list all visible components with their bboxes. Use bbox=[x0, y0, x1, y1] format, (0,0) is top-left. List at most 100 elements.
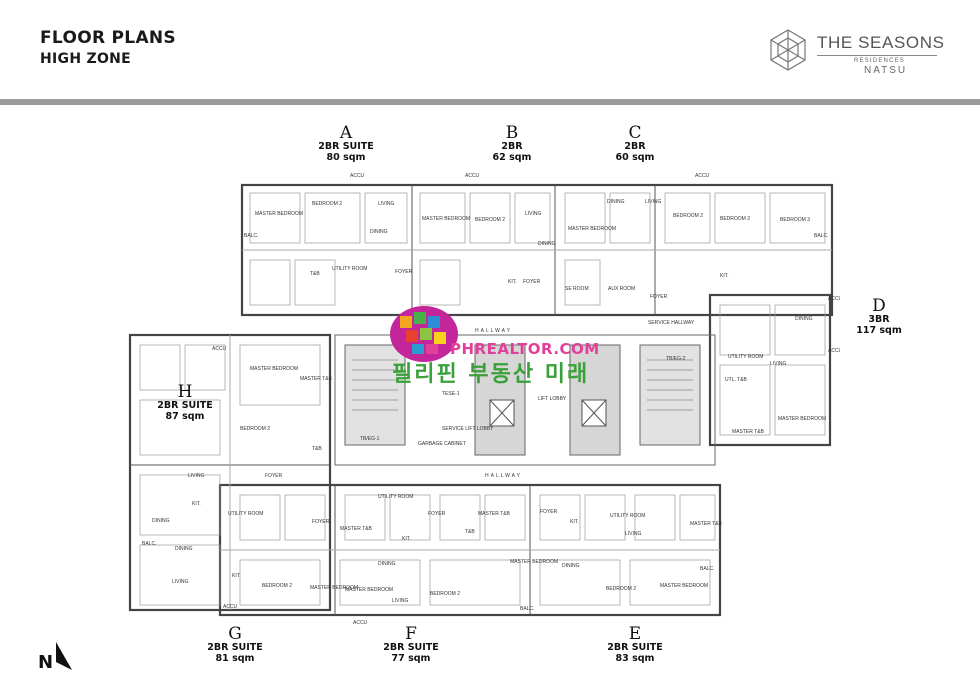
room-label: MASTER BEDROOM bbox=[568, 226, 616, 232]
room-label: MASTER BEDROOM bbox=[510, 559, 558, 565]
unit-label-h: H 2BR SUITE 87 sqm bbox=[150, 383, 220, 422]
room-label: BEDROOM 2 bbox=[312, 201, 342, 207]
watermark-site: PHREALTOR.COM bbox=[450, 340, 600, 358]
room-label: ACCU bbox=[828, 296, 840, 302]
unit-type: 2BR SUITE bbox=[607, 642, 663, 654]
brand-emblem-icon bbox=[770, 29, 806, 71]
unit-label-e: E 2BR SUITE 83 sqm bbox=[600, 625, 670, 664]
room-label: ACCU bbox=[350, 173, 365, 179]
room-label: BEDROOM 2 bbox=[673, 213, 703, 219]
unit-area: 81 sqm bbox=[215, 652, 255, 664]
unit-area: 62 sqm bbox=[492, 151, 532, 163]
unit-type: 2BR bbox=[624, 141, 646, 153]
unit-letter: F bbox=[405, 624, 417, 644]
unit-label-f: F 2BR SUITE 77 sqm bbox=[376, 625, 446, 664]
room-label: BALC. bbox=[700, 566, 714, 572]
room-label: ACCU bbox=[353, 620, 368, 626]
unit-type: 3BR bbox=[868, 314, 890, 326]
room-label: ACCU bbox=[223, 604, 238, 610]
room-label: DINING bbox=[175, 546, 193, 552]
room-label: MASTER BEDROOM bbox=[255, 211, 303, 217]
unit-label-g: G 2BR SUITE 81 sqm bbox=[200, 625, 270, 664]
unit-label-a: A 2BR SUITE 80 sqm bbox=[311, 124, 381, 163]
room-label: BALC. bbox=[142, 541, 156, 547]
unit-letter: H bbox=[177, 382, 193, 402]
watermark-logo-icon bbox=[390, 306, 458, 362]
room-label: FOYER bbox=[650, 294, 668, 300]
room-label: BALC. bbox=[814, 233, 828, 239]
room-label: SERVICE LIFT LOBBY bbox=[442, 426, 494, 432]
room-label: MASTER BEDROOM bbox=[250, 366, 298, 372]
room-label: BEDROOM 2 bbox=[475, 217, 505, 223]
unit-area: 117 sqm bbox=[856, 324, 902, 336]
room-label: LIVING bbox=[172, 579, 189, 585]
unit-type: 2BR SUITE bbox=[383, 642, 439, 654]
page-title: FLOOR PLANS bbox=[40, 28, 176, 48]
room-label: FOYER bbox=[265, 473, 283, 479]
unit-letter: D bbox=[872, 296, 886, 316]
unit-label-b: B 2BR 62 sqm bbox=[477, 124, 547, 163]
room-label: GARBAGE CABINET bbox=[418, 441, 466, 447]
unit-letter: E bbox=[628, 624, 642, 644]
room-label: UTILITY ROOM bbox=[728, 354, 763, 360]
room-label: BEDROOM 2 bbox=[262, 583, 292, 589]
room-label: MASTER T&B bbox=[690, 521, 723, 527]
room-label: MASTER T&B bbox=[732, 429, 765, 435]
room-label: ACCU bbox=[465, 173, 480, 179]
north-arrow-icon: N bbox=[38, 642, 72, 672]
room-label: T&B bbox=[465, 529, 475, 535]
unit-type: 2BR bbox=[501, 141, 523, 153]
room-label: DINING bbox=[370, 229, 388, 235]
room-label: SERVICE HALLWAY bbox=[648, 320, 695, 326]
room-label: LIVING bbox=[645, 199, 662, 205]
room-label: BEDROOM 2 bbox=[430, 591, 460, 597]
room-label: HALLWAY bbox=[485, 473, 522, 479]
room-label: MASTER BEDROOM bbox=[310, 585, 358, 591]
room-label: KIT. bbox=[402, 536, 411, 542]
room-label: DINING bbox=[538, 241, 556, 247]
room-label: LIFT LOBBY bbox=[538, 396, 567, 402]
room-label: LIVING bbox=[770, 361, 787, 367]
unit-area: 80 sqm bbox=[326, 151, 366, 163]
room-label: T&B bbox=[312, 446, 322, 452]
brand-logo bbox=[766, 26, 946, 78]
right-wing bbox=[708, 293, 832, 447]
unit-area: 60 sqm bbox=[615, 151, 655, 163]
unit-letter: G bbox=[228, 624, 242, 644]
room-label: TESE-1 bbox=[442, 391, 460, 397]
unit-area: 87 sqm bbox=[165, 410, 205, 422]
room-label: SE ROOM bbox=[565, 286, 589, 292]
unit-type: 2BR SUITE bbox=[157, 400, 213, 412]
unit-letter: B bbox=[505, 123, 519, 143]
room-label: TB/EG-2 bbox=[666, 356, 686, 362]
room-label: LIVING bbox=[525, 211, 542, 217]
brand-sub2: NATSU bbox=[864, 65, 908, 76]
room-label: DINING bbox=[152, 518, 170, 524]
room-label: KIT. bbox=[570, 519, 579, 525]
core bbox=[334, 334, 716, 466]
room-label: T&B bbox=[310, 271, 320, 277]
room-label: DINING bbox=[607, 199, 625, 205]
brand-sub: RESIDENCES bbox=[854, 58, 906, 64]
room-label: UTILITY ROOM bbox=[610, 513, 645, 519]
room-label: ACCU bbox=[212, 346, 227, 352]
unit-label-d: D 3BR 117 sqm bbox=[846, 297, 912, 336]
room-label: DINING bbox=[795, 316, 813, 322]
header-rule bbox=[0, 99, 980, 105]
room-label: UTILITY ROOM bbox=[332, 266, 367, 272]
room-label: MASTER T&B bbox=[340, 526, 373, 532]
room-label: KIT. bbox=[192, 501, 201, 507]
room-label: MASTER BEDROOM bbox=[778, 416, 826, 422]
room-label: FOYER bbox=[428, 511, 446, 517]
page-subtitle: HIGH ZONE bbox=[40, 51, 132, 67]
room-label: MASTER BEDROOM bbox=[660, 583, 708, 589]
room-label: ACCU bbox=[828, 348, 840, 354]
brand-name: THE SEASONS bbox=[817, 33, 945, 52]
room-label: MASTER T&B bbox=[300, 376, 333, 382]
room-label: KIT. bbox=[232, 573, 241, 579]
room-label: KIT. bbox=[508, 279, 517, 285]
room-label: UTILITY ROOM bbox=[378, 494, 413, 500]
unit-area: 77 sqm bbox=[391, 652, 431, 664]
room-label: BALC. bbox=[244, 233, 258, 239]
room-label: MASTER BEDROOM bbox=[422, 216, 470, 222]
